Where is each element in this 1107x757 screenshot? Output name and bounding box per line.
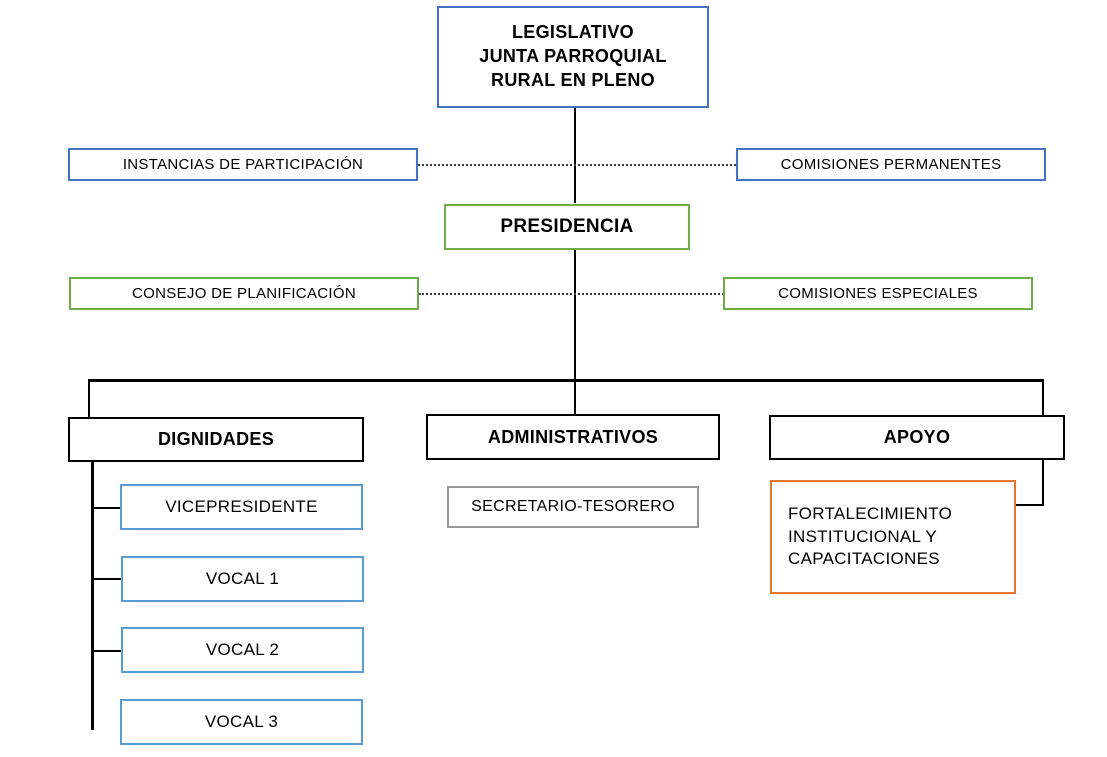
node-vocal-2[interactable]: VOCAL 2 [121, 627, 364, 673]
node-vocal-3-label: VOCAL 3 [204, 712, 279, 731]
node-fortalecimiento-institucional[interactable]: FORTALECIMIENTO INSTITUCIONAL Y CAPACITA… [770, 480, 1016, 594]
node-consejo-de-planificacion[interactable]: CONSEJO DE PLANIFICACIÓN [69, 277, 419, 310]
node-legislativo-line3: RURAL EN PLENO [491, 69, 655, 90]
node-administrativos[interactable]: ADMINISTRATIVOS [426, 414, 720, 460]
node-instancias-de-participacion[interactable]: INSTANCIAS DE PARTICIPACIÓN [68, 148, 418, 181]
connector-presidencia-to-bar [574, 250, 576, 381]
connector-legislativo-to-presidencia [574, 108, 576, 203]
connector-dotted-level2 [418, 164, 736, 166]
node-instancias-label: INSTANCIAS DE PARTICIPACIÓN [122, 156, 364, 173]
node-legislativo-line1: LEGISLATIVO [512, 22, 634, 43]
connector-to-vocal-1 [91, 578, 122, 580]
node-consejo-label: CONSEJO DE PLANIFICACIÓN [132, 285, 356, 302]
node-vocal-2-label: VOCAL 2 [205, 640, 280, 659]
node-fortalecimiento-line1: FORTALECIMIENTO [788, 504, 953, 524]
node-comisiones-especiales-label: COMISIONES ESPECIALES [778, 285, 978, 302]
node-fortalecimiento-line3: CAPACITACIONES [788, 549, 940, 569]
node-legislativo-junta-parroquial[interactable]: LEGISLATIVO JUNTA PARROQUIAL RURAL EN PL… [437, 6, 709, 108]
connector-bar-to-administrativos [574, 379, 576, 414]
connector-bar-to-apoyo [1042, 379, 1044, 417]
node-comisiones-especiales[interactable]: COMISIONES ESPECIALES [723, 277, 1033, 310]
connector-to-vicepresidente [91, 507, 122, 509]
node-dignidades-label: DIGNIDADES [157, 429, 274, 449]
connector-dotted-level3 [419, 293, 724, 295]
node-apoyo[interactable]: APOYO [769, 415, 1065, 460]
node-fortalecimiento-text: FORTALECIMIENTO INSTITUCIONAL Y CAPACITA… [788, 503, 952, 570]
node-vocal-3[interactable]: VOCAL 3 [120, 699, 363, 745]
connector-bar-to-dignidades [88, 379, 90, 420]
node-vicepresidente[interactable]: VICEPRESIDENTE [120, 484, 363, 530]
node-dignidades[interactable]: DIGNIDADES [68, 417, 364, 462]
node-comisiones-permanentes-label: COMISIONES PERMANENTES [780, 156, 1002, 173]
node-legislativo-text: LEGISLATIVO JUNTA PARROQUIAL RURAL EN PL… [479, 21, 666, 92]
node-vicepresidente-label: VICEPRESIDENTE [165, 497, 318, 516]
node-fortalecimiento-line2: INSTITUCIONAL Y [788, 526, 938, 546]
node-secretario-tesorero-label: SECRETARIO-TESORERO [471, 498, 675, 515]
dignidades-spine [91, 420, 94, 730]
node-comisiones-permanentes[interactable]: COMISIONES PERMANENTES [736, 148, 1046, 181]
connector-apoyo-right-drop [1042, 459, 1044, 505]
distribution-bar [88, 379, 1043, 382]
node-apoyo-label: APOYO [883, 427, 951, 447]
connector-apoyo-to-fortalecimiento [1015, 504, 1044, 506]
node-presidencia-label: PRESIDENCIA [500, 216, 634, 237]
node-vocal-1-label: VOCAL 1 [205, 569, 280, 588]
node-secretario-tesorero[interactable]: SECRETARIO-TESORERO [447, 486, 699, 528]
node-legislativo-line2: JUNTA PARROQUIAL [479, 46, 667, 67]
node-vocal-1[interactable]: VOCAL 1 [121, 556, 364, 602]
node-administrativos-label: ADMINISTRATIVOS [487, 426, 659, 447]
connector-to-vocal-2 [91, 650, 122, 652]
node-presidencia[interactable]: PRESIDENCIA [444, 204, 690, 250]
